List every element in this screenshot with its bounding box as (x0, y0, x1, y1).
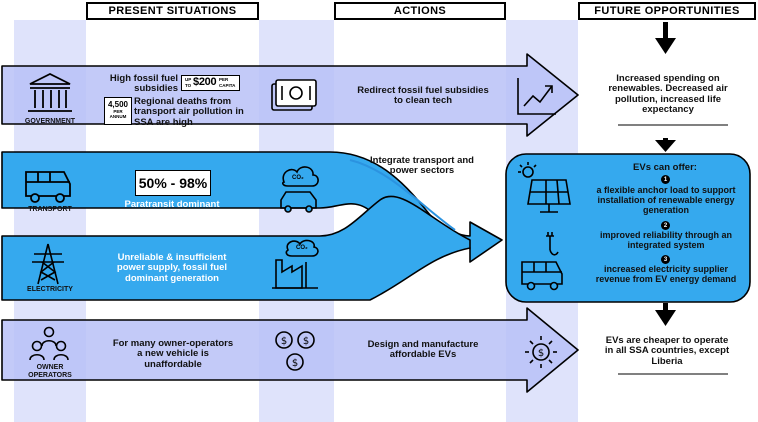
integrate-action: Integrate transport and power sectors (370, 155, 474, 177)
coins-icon: $ $ $ (275, 331, 315, 371)
deaths-unit-annum: ANNUM (109, 114, 127, 119)
ev-box-bg (505, 153, 751, 303)
header-actions: ACTIONS (334, 2, 506, 20)
ev-box-title: EVs can offer: (633, 162, 697, 173)
factory-co2-icon (272, 239, 319, 289)
owners-text: For many owner-operators a new vehicle i… (112, 338, 234, 370)
money-icon (271, 79, 317, 111)
transport-label: TRANSPORT (28, 206, 72, 213)
subsidy-badge-small-per: PER (219, 77, 229, 82)
government-future: Increased spending on renewables. Decrea… (608, 73, 728, 116)
growth-chart-icon (517, 78, 556, 115)
header-future-opportunities: FUTURE OPPORTUNITIES (578, 2, 756, 20)
owners-action: Design and manufacture affordable EVs (367, 339, 479, 361)
down-arrow-icon (655, 22, 676, 54)
svg-text:$: $ (292, 358, 298, 369)
ev-item-3-text: increased electricity supplier revenue f… (595, 264, 737, 284)
ev-item-3-number: 3 (661, 255, 670, 264)
down-arrow-icon (655, 303, 676, 326)
transport-swoosh (1, 151, 503, 263)
ev-item-1-number: 1 (661, 175, 670, 184)
people-icon (29, 326, 69, 361)
temple-icon (28, 72, 72, 112)
subsidy-badge-small-to: TO (185, 83, 192, 88)
transport-percent: 50% - 98% (138, 175, 208, 191)
subsidy-badge-small-capita: CAPITA (219, 83, 236, 88)
swoosh-accent (349, 159, 456, 231)
svg-text:$: $ (303, 336, 309, 347)
ev-item-2-text: improved reliability through an integrat… (599, 230, 733, 250)
electricity-swoosh (1, 195, 471, 301)
solar-panel-icon (518, 162, 571, 213)
government-action: Redirect fossil fuel subsidies to clean … (357, 85, 489, 107)
electricity-text: Unreliable & insufficient power supply, … (116, 252, 228, 284)
deaths-text: Regional deaths from transport air pollu… (134, 96, 244, 128)
car-co2-label: CO₂ (292, 175, 304, 181)
transport-percent-box: 50% - 98% (135, 170, 211, 196)
ev-item-2-number: 2 (661, 221, 670, 230)
svg-text:$: $ (538, 348, 544, 359)
factory-co2-label: CO₂ (296, 245, 308, 251)
sun-coin-icon: $ (525, 336, 557, 368)
owners-label: OWNER OPERATORS (28, 364, 72, 379)
transport-text: Paratransit dominant (124, 199, 220, 210)
government-label: GOVERNMENT (24, 118, 76, 125)
subsidy-badge-amount: $200 (193, 76, 217, 88)
down-arrow-icon (655, 138, 676, 152)
svg-text:$: $ (281, 336, 287, 347)
deaths-badge: 4,500 PER ANNUM (104, 97, 132, 125)
owners-future: EVs are cheaper to operate in all SSA co… (604, 335, 730, 367)
car-co2-icon (280, 166, 319, 213)
header-present-situations: PRESENT SITUATIONS (86, 2, 259, 20)
ev-item-1-text: a flexible anchor load to support instal… (596, 185, 736, 215)
bus-icon (25, 171, 71, 203)
deaths-number: 4,500 (107, 100, 129, 109)
subsidy-badge: UP TO $200 PER CAPITA (181, 75, 240, 91)
ev-van-icon (521, 232, 563, 291)
subsidy-badge-small-up: UP (185, 77, 192, 82)
electricity-label: ELECTRICITY (27, 286, 73, 293)
deaths-unit-per: PER (113, 109, 123, 114)
subsidy-text: High fossil fuel subsidies (109, 73, 178, 95)
pylon-icon (32, 243, 64, 285)
owners-arrow (1, 307, 579, 393)
